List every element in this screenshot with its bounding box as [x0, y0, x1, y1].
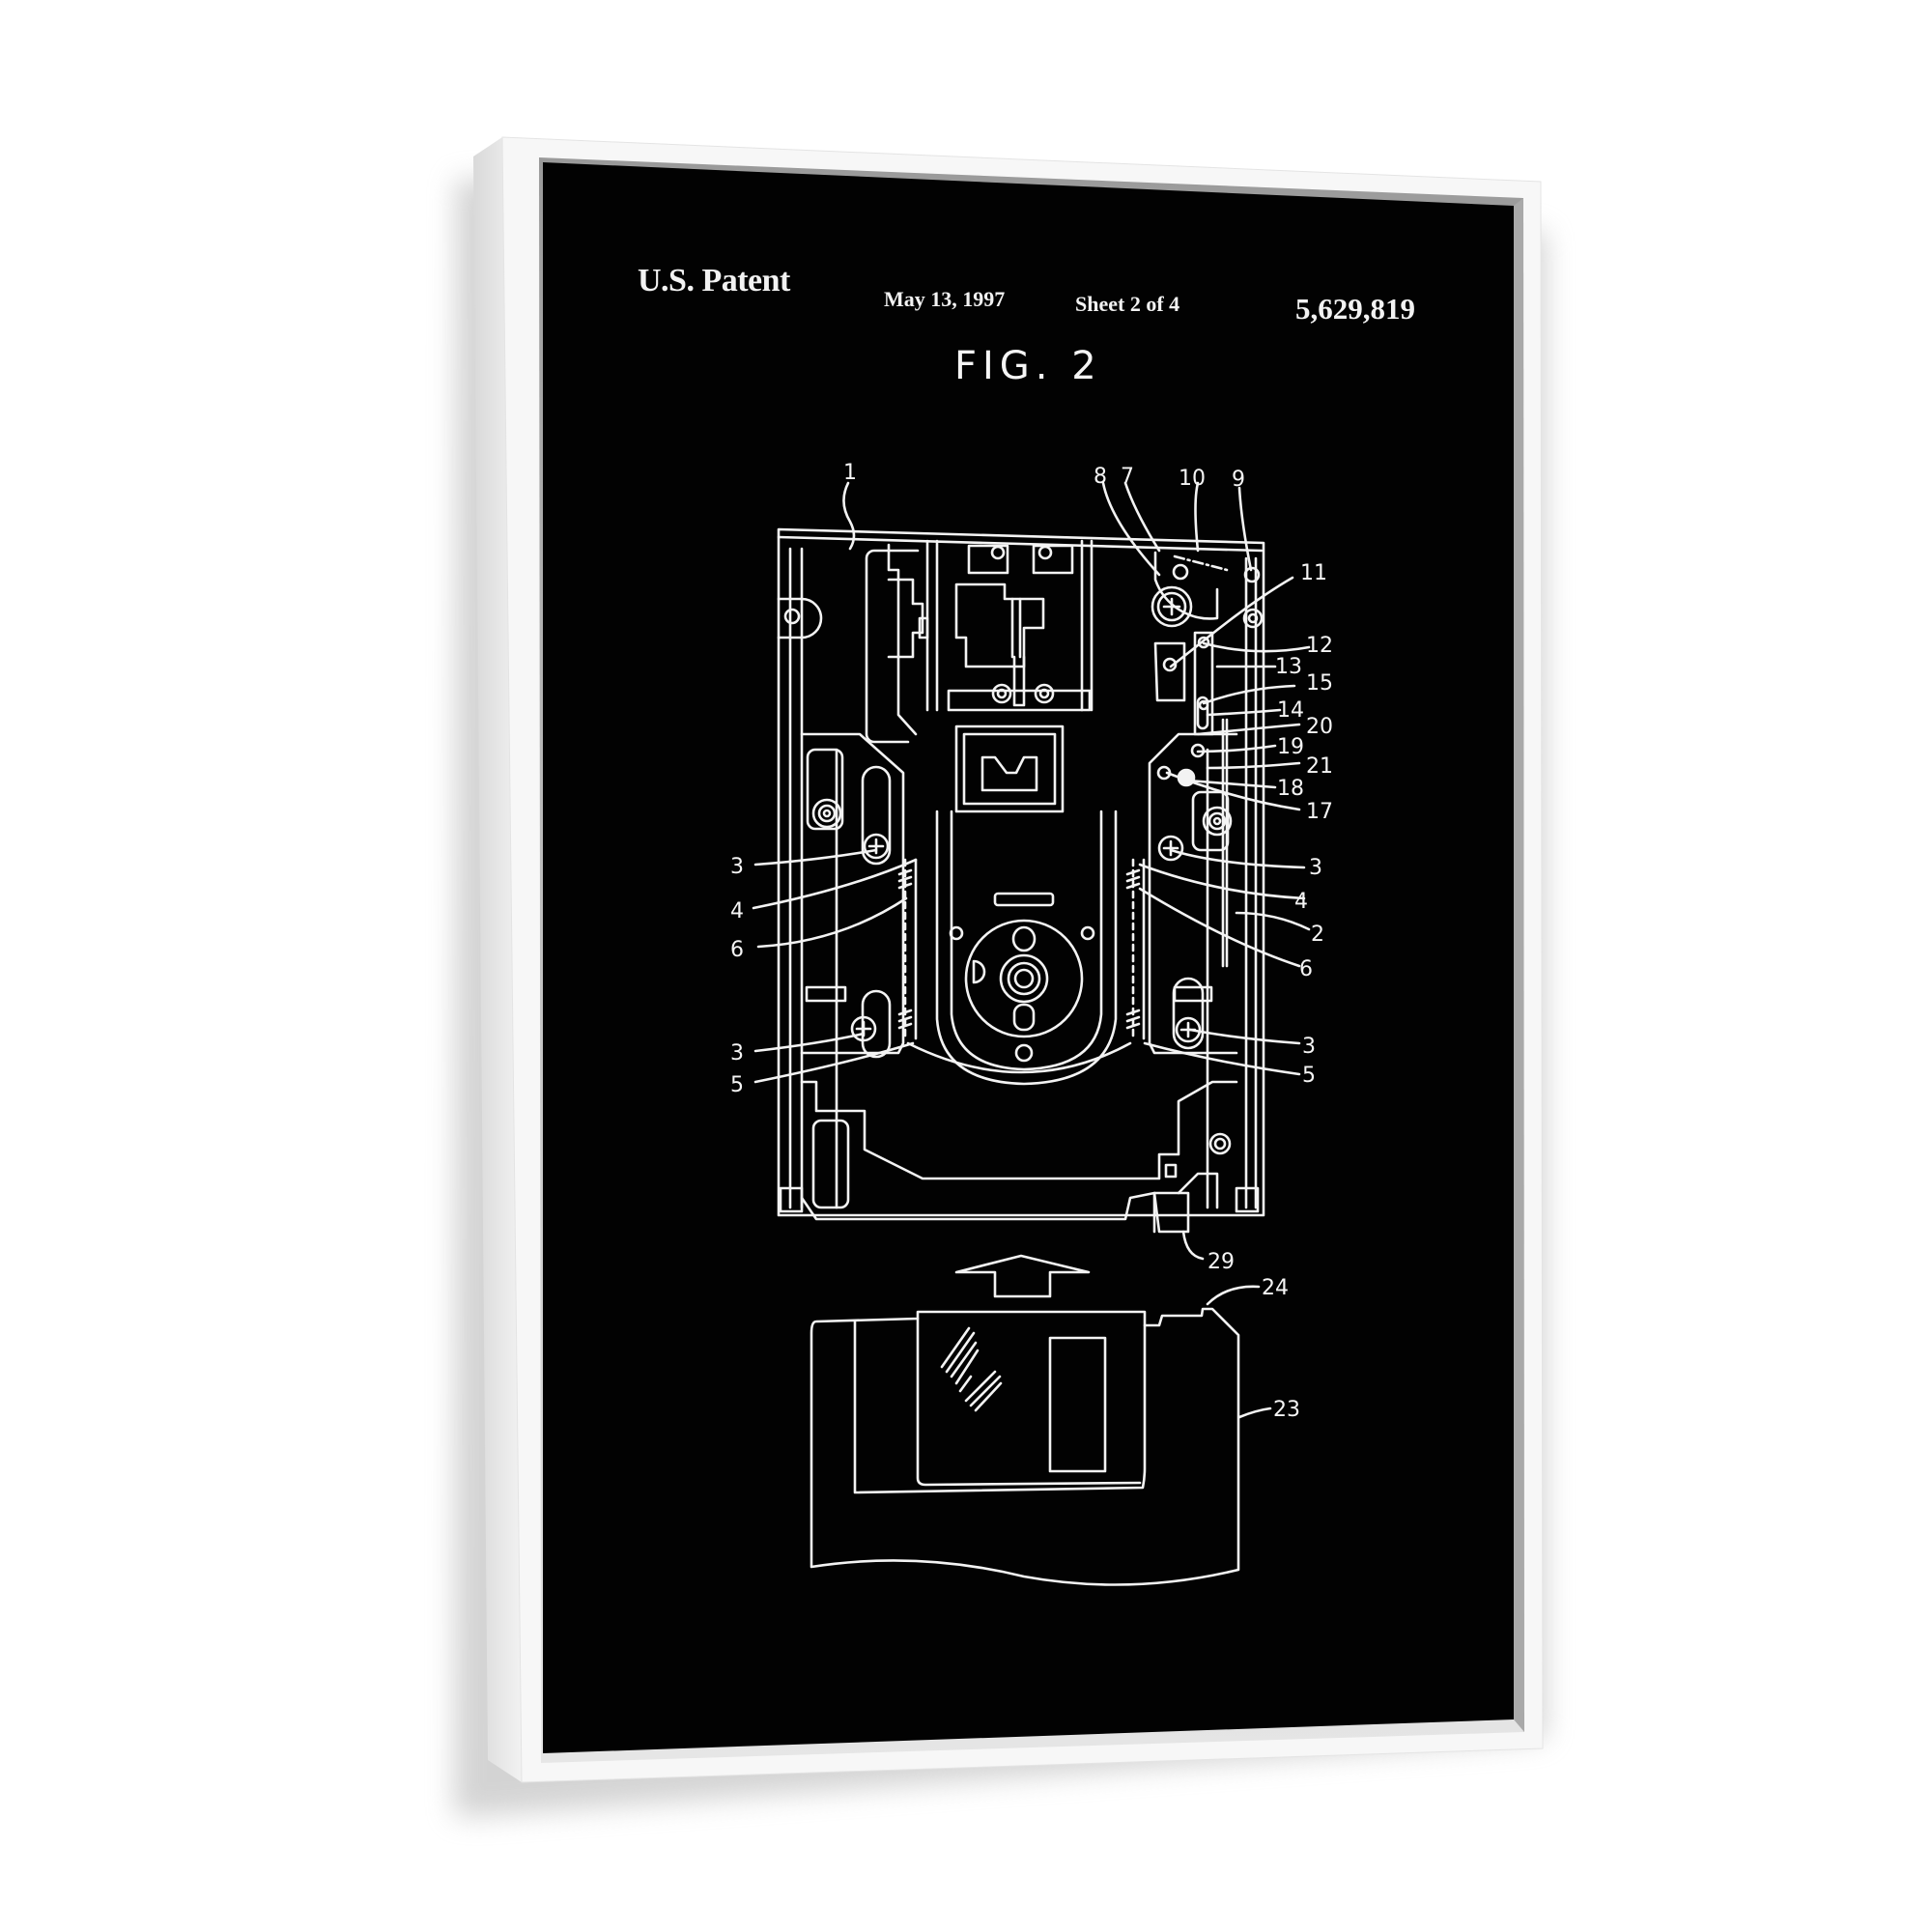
ref-6-right: 6 — [1299, 957, 1313, 981]
ref-17: 17 — [1306, 800, 1333, 824]
ref-5-left: 5 — [730, 1073, 744, 1097]
patent-date: May 13, 1997 — [884, 287, 1006, 311]
ref-2: 2 — [1311, 923, 1324, 947]
ref-19: 19 — [1277, 735, 1304, 759]
head-carriage — [865, 539, 1094, 813]
drive-chassis — [777, 527, 1265, 1217]
ref-4-right: 4 — [1294, 890, 1308, 914]
springs — [897, 858, 1146, 1040]
ref-5-right: 5 — [1302, 1064, 1316, 1088]
left-slider — [800, 732, 905, 1209]
ref-4-left: 4 — [730, 899, 744, 923]
sheet-indicator: Sheet 2 of 4 — [1075, 292, 1180, 316]
ref-3-right-lower: 3 — [1302, 1035, 1316, 1059]
ref-7: 7 — [1121, 465, 1134, 489]
ref-3-right-upper: 3 — [1309, 856, 1322, 880]
disk-cartridge — [810, 1307, 1240, 1586]
ref-21: 21 — [1306, 754, 1333, 779]
ref-23: 23 — [1273, 1398, 1300, 1422]
patent-number: 5,629,819 — [1295, 292, 1415, 326]
frame-side — [473, 137, 522, 1782]
insert-arrow — [954, 1254, 1091, 1298]
ref-10: 10 — [1179, 467, 1206, 491]
ref-13: 13 — [1275, 655, 1302, 679]
ref-1: 1 — [843, 461, 857, 485]
ref-6-left: 6 — [730, 938, 744, 962]
ref-8: 8 — [1094, 465, 1107, 489]
frame-inner-right-edge — [1514, 198, 1524, 1732]
leader-lines — [752, 481, 1311, 1419]
ref-18: 18 — [1277, 777, 1304, 801]
ref-20: 20 — [1306, 715, 1333, 739]
spindle-motor — [906, 810, 1132, 1086]
ref-3-left-lower: 3 — [730, 1041, 744, 1065]
ref-15: 15 — [1306, 671, 1333, 696]
ref-29: 29 — [1208, 1250, 1235, 1274]
canvas — [543, 162, 1514, 1753]
figure-title: FIG. 2 — [954, 344, 1102, 388]
eject-lever — [800, 1080, 1238, 1234]
ref-3-left-upper: 3 — [730, 855, 744, 879]
ref-9: 9 — [1232, 468, 1245, 492]
ref-11: 11 — [1300, 561, 1327, 585]
reference-numerals: 1 8 7 10 9 11 12 13 15 14 20 19 21 18 17… — [730, 461, 1333, 1422]
ref-24: 24 — [1262, 1276, 1289, 1300]
right-slider — [1148, 732, 1238, 1209]
ref-12: 12 — [1306, 634, 1333, 658]
patent-label: U.S. Patent — [638, 263, 790, 298]
ref-14: 14 — [1277, 698, 1304, 723]
